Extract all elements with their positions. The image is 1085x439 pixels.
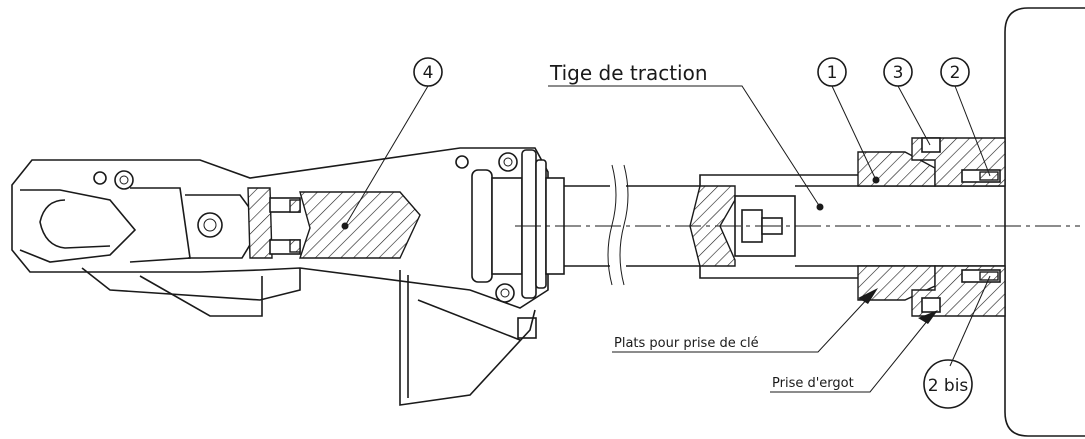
balloon-2: 2 [940,57,970,87]
part-4-piston [247,187,421,259]
label-tige-de-traction: Tige de traction [549,61,708,85]
label-plats-prise-de-cle: Plats pour prise de clé [614,336,759,351]
balloon-3: 3 [883,57,913,87]
part-2-ring [961,169,1001,283]
right-housing [1004,7,1085,437]
balloon-3-text: 3 [893,63,904,83]
balloon-2-bis-text: 2 bis [928,376,969,396]
tool-head [11,147,549,406]
balloon-4: 4 [413,57,443,87]
balloon-4-text: 4 [423,63,434,83]
balloon-2-text: 2 [950,63,961,83]
balloon-1-text: 1 [827,63,838,83]
balloon-2-bis: 2 bis [923,359,973,409]
balloon-1: 1 [817,57,847,87]
label-prise-d-ergot: Prise d'ergot [772,376,854,391]
part-1-sleeve [857,151,936,301]
